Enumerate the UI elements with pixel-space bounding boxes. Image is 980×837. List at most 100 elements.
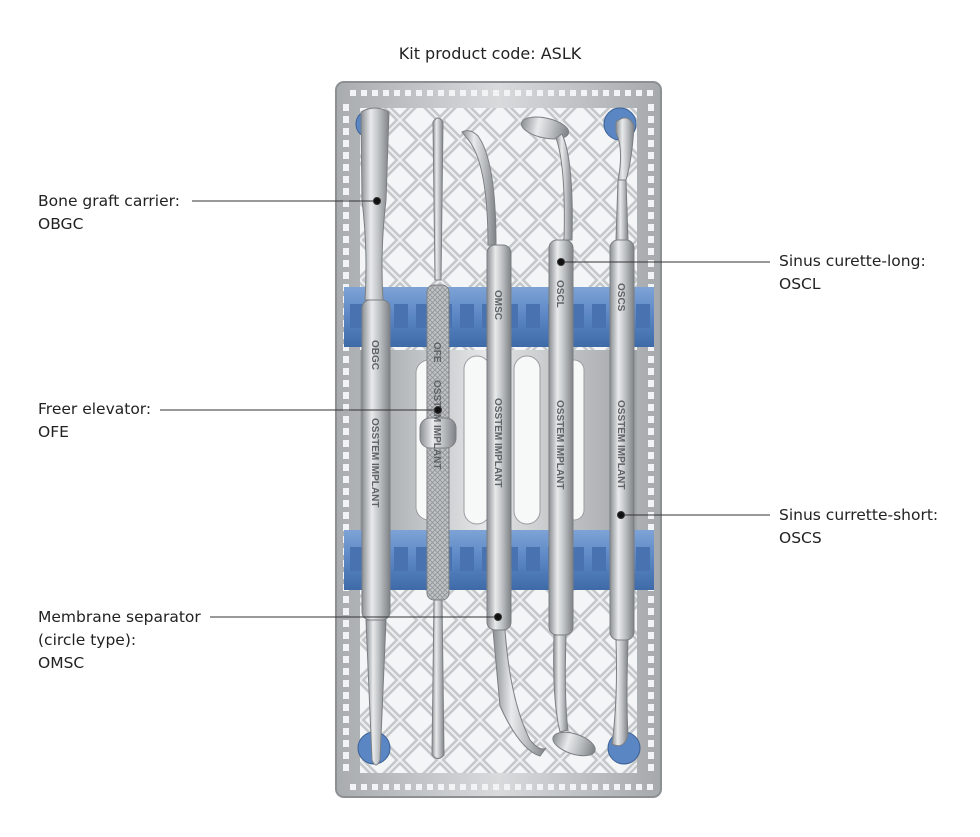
tray-hole	[372, 784, 378, 790]
tray-hole	[648, 452, 654, 459]
tray-hole	[460, 784, 466, 790]
tray-hole	[343, 740, 349, 747]
leader-dot	[617, 511, 625, 519]
engraving-brand: OSSTEM IMPLANT	[369, 418, 380, 507]
tray-hole	[416, 784, 422, 790]
callout-name: Bone graft carrier:	[38, 192, 180, 210]
tray-hole	[581, 90, 587, 96]
strip-tooth	[636, 547, 650, 571]
tray-hole	[592, 784, 598, 790]
tray-hole	[438, 90, 444, 96]
tray-hole	[648, 440, 654, 447]
tray-hole	[648, 392, 654, 399]
curette-neck-bottom	[553, 634, 569, 733]
tray-hole	[515, 784, 521, 790]
tray-hole	[343, 692, 349, 699]
tray-hole	[394, 784, 400, 790]
engraving-brand: OSSTEM IMPLANT	[492, 398, 503, 487]
tray-hole	[343, 512, 349, 519]
tray-hole	[343, 116, 349, 123]
tray-hole	[648, 500, 654, 507]
tray-hole	[648, 740, 654, 747]
tray-hole	[350, 90, 356, 96]
instrument-tip	[365, 619, 387, 766]
callout-bone-graft-carrier: Bone graft carrier: OBGC	[38, 190, 180, 236]
curette-head-bottom	[611, 639, 629, 747]
leader-dot	[494, 613, 502, 621]
tray-hole	[343, 272, 349, 279]
callout-name: Sinus currette-short:	[779, 506, 939, 524]
tray-hole	[343, 224, 349, 231]
tray-hole	[648, 524, 654, 531]
strip-tooth	[394, 547, 408, 571]
engraving-brand: OSSTEM IMPLANT	[615, 400, 626, 489]
tray-hole	[343, 164, 349, 171]
tray-hole	[343, 440, 349, 447]
engraving-code: OSCL	[554, 280, 565, 308]
tray-hole	[648, 488, 654, 495]
instrument-oscs	[609, 117, 635, 747]
instrument-omsc	[461, 130, 547, 757]
tray-hole	[427, 90, 433, 96]
tray-hole	[343, 476, 349, 483]
freer-tip-bottom	[431, 599, 445, 759]
callout-code: OSCS	[779, 529, 822, 547]
tray-hole	[648, 224, 654, 231]
tray-hole	[405, 784, 411, 790]
plate-slot	[463, 355, 491, 525]
tray-hole	[427, 784, 433, 790]
tray-hole	[648, 620, 654, 627]
curette-head-top	[520, 116, 570, 140]
tray-hole	[526, 90, 532, 96]
tray-hole	[361, 784, 367, 790]
tray-hole	[343, 632, 349, 639]
tray-hole	[648, 188, 654, 195]
tray-hole	[383, 784, 389, 790]
tray-hole	[648, 704, 654, 711]
tray-hole	[648, 128, 654, 135]
tray-hole	[343, 428, 349, 435]
tray-hole	[648, 728, 654, 735]
tray-hole	[537, 784, 543, 790]
freer-tip-top	[432, 117, 444, 281]
tray-hole	[493, 90, 499, 96]
tray-hole	[493, 784, 499, 790]
tray-hole	[343, 404, 349, 411]
tray-hole	[648, 464, 654, 471]
tray-hole	[648, 632, 654, 639]
tray-hole	[383, 90, 389, 96]
engraving-brand: OSSTEM IMPLANT	[431, 380, 442, 469]
tray-hole	[603, 90, 609, 96]
tray-hole	[405, 90, 411, 96]
tray-hole	[647, 90, 653, 96]
callout-sinus-curette-short: Sinus currette-short: OSCS	[779, 504, 938, 550]
tray-hole	[343, 212, 349, 219]
tray-hole	[343, 680, 349, 687]
tray-hole	[343, 200, 349, 207]
tray-hole	[592, 90, 598, 96]
tray-hole	[648, 752, 654, 759]
tray-hole	[625, 90, 631, 96]
tray-hole	[343, 524, 349, 531]
tray-hole	[648, 596, 654, 603]
leader-dot	[373, 197, 381, 205]
tray-hole	[343, 188, 349, 195]
tray-hole	[343, 620, 349, 627]
tray-hole	[343, 344, 349, 351]
tray-hole	[648, 764, 654, 771]
tray-hole	[471, 90, 477, 96]
tray-hole	[343, 608, 349, 615]
tray-hole	[449, 784, 455, 790]
tray-hole	[559, 784, 565, 790]
callout-freer-elevator: Freer elevator: OFE	[38, 398, 151, 444]
tray-hole	[416, 90, 422, 96]
tray-hole	[343, 140, 349, 147]
leader-dot	[434, 406, 442, 414]
tray-hole	[648, 140, 654, 147]
tray-hole	[343, 452, 349, 459]
tray-hole	[343, 152, 349, 159]
instrument-ofe	[419, 117, 457, 759]
tray-hole	[625, 784, 631, 790]
plate-slot	[513, 355, 541, 525]
tray-hole	[603, 784, 609, 790]
